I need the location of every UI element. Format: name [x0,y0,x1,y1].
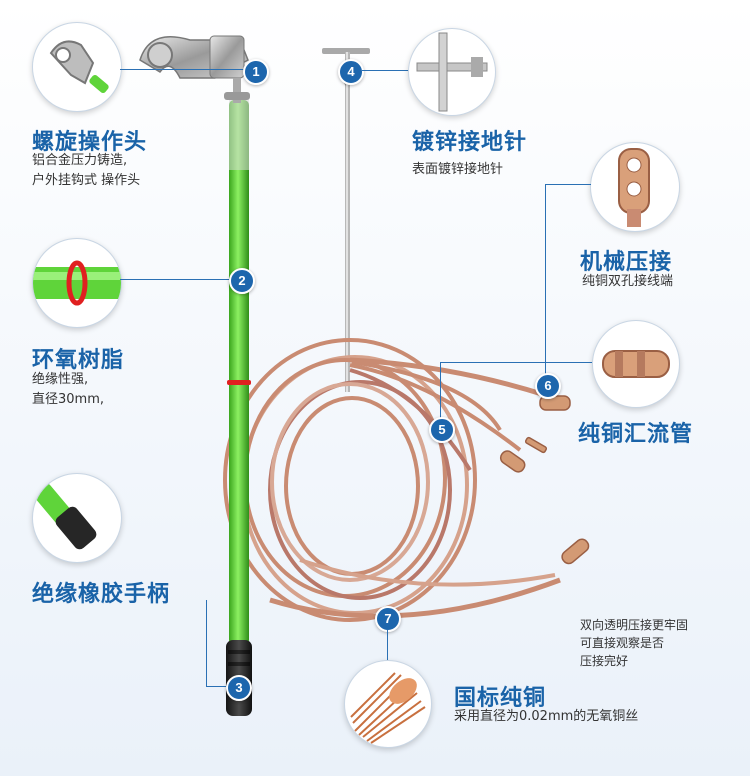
copper-wire-detail-image [344,660,432,748]
copper-wire-icon [350,672,426,744]
feature-desc-copper: 采用直径为0.02mm的无氧铜丝 [454,707,638,727]
callout-badge-4: 4 [338,59,364,85]
feature-desc-hook-head: 铝合金压力铸造, 户外挂钩式 操作头 [32,151,140,191]
operating-rod [226,100,252,716]
leader-line-5b [440,362,441,418]
leader-line-3a [206,600,207,686]
leader-line-1 [120,69,245,70]
desc-line: 户外挂钩式 操作头 [32,173,141,188]
leader-line-2 [120,279,230,280]
leader-line-6a [545,184,591,185]
cable-terminals [499,395,590,565]
copper-cable-coil [223,338,561,622]
epoxy-rod-icon [33,260,121,306]
callout-badge-5: 5 [429,417,455,443]
leader-line-4 [362,70,410,71]
feature-title-terminal: 机械压接 [580,250,673,275]
terminal-lug-detail-image [590,142,680,232]
crimp-note: 双向透明压接更牢固 可直接观察是否 压接完好 [580,616,688,670]
busbar-tube-detail-image [592,320,680,408]
rubber-handle-detail-image [32,473,122,563]
feature-title-busbar: 纯铜汇流管 [578,422,694,447]
leader-line-5a [440,362,592,363]
clamp-head [139,35,250,103]
ground-pin-detail-image [408,28,496,116]
note-line: 可直接观察是否 [580,636,665,650]
rubber-handle-icon [34,483,97,550]
busbar-tube-icon [602,350,670,378]
leader-line-3b [206,686,228,687]
feature-desc-terminal: 纯铜双孔接线端 [582,272,673,292]
hook-head-icon [49,40,109,94]
terminal-lug-icon [618,148,650,227]
hook-head-detail-image [32,22,122,112]
desc-line: 直径30mm, [32,392,105,407]
callout-badge-7: 7 [375,606,401,632]
feature-title-copper: 国标纯铜 [454,686,547,711]
note-line: 压接完好 [580,654,629,668]
feature-title-handle: 绝缘橡胶手柄 [32,582,171,607]
desc-line: 采用直径为0.02mm的无氧铜丝 [454,709,639,724]
leader-line-7 [387,630,388,660]
callout-badge-6: 6 [535,373,561,399]
callout-badge-1: 1 [243,59,269,85]
epoxy-rod-detail-image [32,238,122,328]
feature-title-epoxy: 环氧树脂 [32,348,125,373]
desc-line: 铝合金压力铸造, [32,153,128,168]
callout-badge-2: 2 [229,268,255,294]
leader-line-6b [545,184,546,374]
feature-title-ground-pin: 镀锌接地针 [412,130,528,155]
desc-line: 纯铜双孔接线端 [582,274,674,289]
desc-line: 绝缘性强, [32,372,89,387]
feature-desc-ground-pin: 表面镀锌接地针 [412,160,503,180]
feature-desc-epoxy: 绝缘性强, 直径30mm, [32,370,104,410]
ground-pin-icon [416,32,488,112]
callout-badge-3: 3 [226,675,252,701]
desc-line: 表面镀锌接地针 [412,162,504,177]
note-line: 双向透明压接更牢固 [580,618,689,632]
feature-title-hook-head: 螺旋操作头 [32,130,148,155]
